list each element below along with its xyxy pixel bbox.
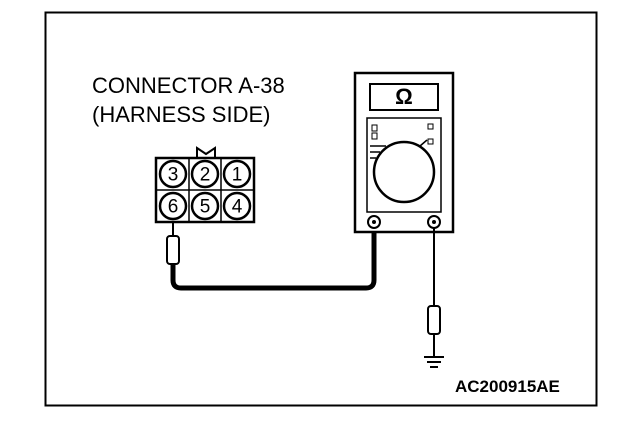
pin-label: 2 <box>200 165 211 186</box>
ohm-symbol: Ω <box>395 84 413 109</box>
ground-icon <box>424 350 444 368</box>
ohmmeter-display <box>369 83 439 111</box>
range-indicator <box>427 138 434 145</box>
pin-label: 4 <box>232 197 243 218</box>
probe-icon <box>427 305 441 350</box>
pin-label: 3 <box>168 165 179 186</box>
probe-icon <box>166 222 180 265</box>
ohmmeter-dial <box>372 140 436 204</box>
connector-lock-tab <box>196 146 216 159</box>
dial-pointer <box>419 139 428 147</box>
range-indicator <box>427 123 434 130</box>
ohmmeter-terminal-com-inner <box>372 220 376 224</box>
connector-pin-3 <box>158 159 188 189</box>
connector-pin-2 <box>190 159 220 189</box>
connector-title: CONNECTOR A-38 <box>92 73 285 98</box>
figure-code: AC200915AE <box>455 377 560 396</box>
ohmmeter-icon: Ω <box>353 71 455 234</box>
range-indicator <box>371 132 378 140</box>
connector-pin-1 <box>222 159 252 189</box>
figure-frame <box>44 11 598 407</box>
connector-pin-5 <box>190 191 220 221</box>
connector-pin-4 <box>222 191 252 221</box>
pin-label: 5 <box>200 197 211 218</box>
pin-label: 1 <box>232 165 243 186</box>
pin-label: 6 <box>168 197 179 218</box>
range-indicator <box>371 124 378 132</box>
test-lead-positive <box>170 222 377 291</box>
connector-subtitle: (HARNESS SIDE) <box>92 102 270 127</box>
ohmmeter-terminal-v-inner <box>432 220 436 224</box>
connector-a38: 3 2 1 6 5 4 <box>154 146 256 224</box>
connector-pin-6 <box>158 191 188 221</box>
